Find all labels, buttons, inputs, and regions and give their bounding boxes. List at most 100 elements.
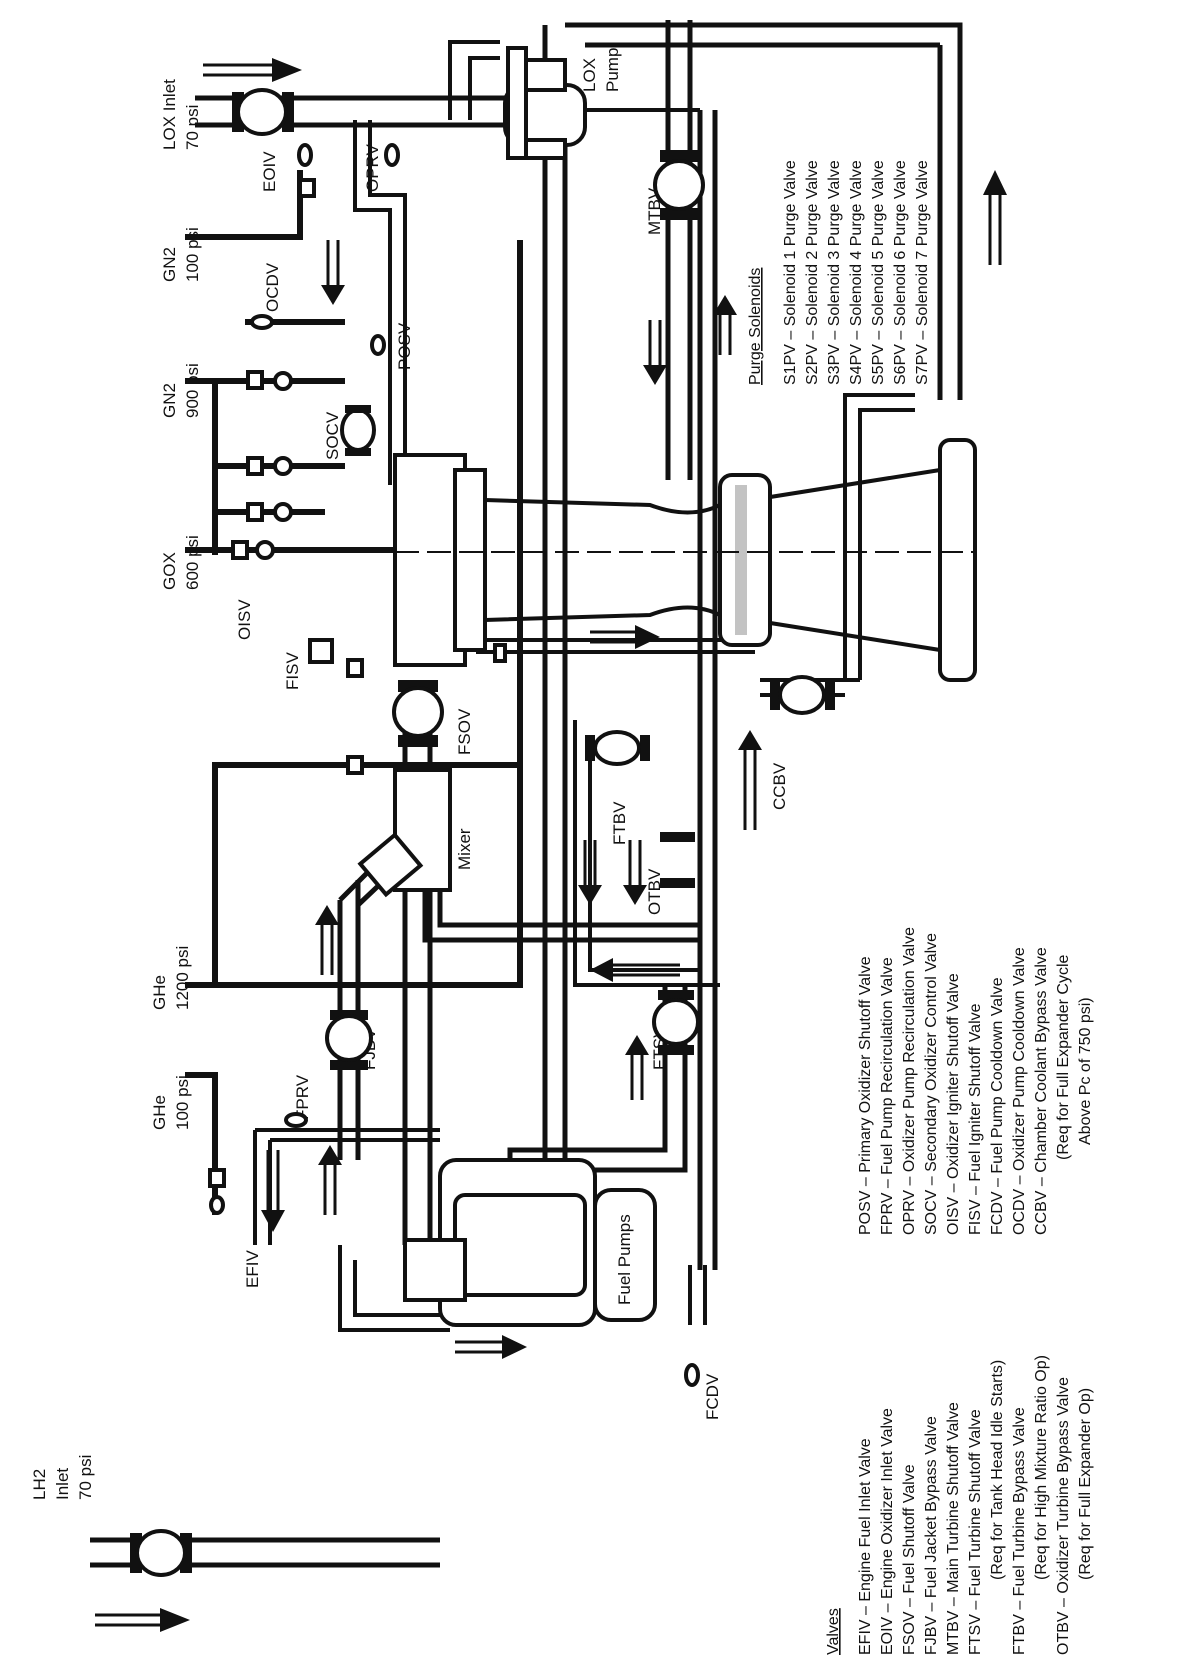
otbv-tag: OTBV <box>645 868 664 915</box>
fuel-pumps-label: Fuel Pumps <box>615 1214 634 1305</box>
nozzle-exit <box>938 438 977 682</box>
ccbv-valve <box>770 675 835 715</box>
legend-item: FJBV – Fuel Jacket Bypass Valve <box>923 1416 940 1655</box>
arrow-ftbv-2 <box>628 840 642 890</box>
legend-item: (Req for High Mixture Ratio Op) <box>1033 1355 1050 1580</box>
legend-item: EOIV – Engine Oxidizer Inlet Valve <box>879 1408 896 1655</box>
efiv-valve <box>130 1529 192 1577</box>
arrow-purge <box>718 310 732 355</box>
svg-text:LOX Inlet: LOX Inlet <box>160 79 179 150</box>
legend-item: FSOV – Fuel Shutoff Valve <box>901 1464 918 1655</box>
ccbv-loop <box>843 393 915 680</box>
lox-pump <box>503 46 587 160</box>
legend-item: OISV – Oxidizer Igniter Shutoff Valve <box>945 973 962 1235</box>
arrow-lh2 <box>95 1613 165 1627</box>
fcdv-tag: FCDV <box>703 1373 722 1420</box>
fprv-tag: FPRV <box>293 1074 312 1120</box>
purge-item: S4PV – Solenoid 4 Purge Valve <box>848 160 865 385</box>
valves <box>130 88 835 1577</box>
arrow-up-right <box>988 190 1002 265</box>
oprv-tag: OPRV <box>363 143 382 192</box>
eoiv-valve <box>232 88 294 136</box>
oprv-line <box>353 120 407 485</box>
legend-item: Above Pc of 750 psi) <box>1077 997 1094 1145</box>
lox-pump-label: LOX Pump <box>580 48 622 92</box>
fprv-line <box>253 1128 440 1245</box>
fisv-tag: FISV <box>283 652 302 690</box>
ftbv-valve <box>585 730 650 766</box>
svg-text:GHe: GHe <box>150 1095 169 1130</box>
arrow-lox <box>203 63 275 77</box>
otbv-valve <box>660 832 695 888</box>
arrow-ccbv <box>743 745 757 830</box>
arrow-ftsv <box>630 1050 644 1100</box>
small-valves <box>208 143 700 1387</box>
ghe-1200-label: GHe 1200 psi <box>150 946 192 1010</box>
lox-pump-discharge <box>542 120 568 1245</box>
purge-item: S3PV – Solenoid 3 Purge Valve <box>826 160 843 385</box>
legend-item: (Req for Tank Head Idle Starts) <box>989 1360 1006 1580</box>
efiv-tag: EFIV <box>243 1250 262 1288</box>
svg-text:GN2: GN2 <box>160 247 179 282</box>
gn2-900-label: GN2 900 psi <box>160 363 202 418</box>
arrow-down-1 <box>326 240 340 290</box>
svg-text:Pump: Pump <box>603 48 622 92</box>
fjbv-valve <box>325 1010 373 1070</box>
svg-text:GHe: GHe <box>150 975 169 1010</box>
mtbv-pipe <box>665 20 693 480</box>
gox-600-label: GOX 600 psi <box>160 535 202 590</box>
svg-text:LOX: LOX <box>580 58 599 92</box>
flow-arrows <box>95 58 1007 1632</box>
socv-tag: SOCV <box>323 411 342 460</box>
arrow-bottom-right <box>455 1340 505 1354</box>
legend-item: MTBV – Main Turbine Shutoff Valve <box>945 1402 962 1655</box>
legend-item: POSV – Primary Oxidizer Shutoff Valve <box>857 956 874 1235</box>
ftsv-valve <box>652 990 700 1055</box>
legend-item: FCDV – Fuel Pump Cooldown Valve <box>989 977 1006 1235</box>
svg-text:Inlet: Inlet <box>53 1468 72 1500</box>
valves-legend: Valves EFIV – Engine Fuel Inlet Valve EO… <box>825 1355 1094 1655</box>
svg-text:100 psi: 100 psi <box>173 1075 192 1130</box>
svg-text:GOX: GOX <box>160 552 179 590</box>
arrow-ftbv-1 <box>583 840 597 890</box>
arrow-fjbv <box>320 920 334 975</box>
gn2-100-line <box>185 170 303 240</box>
legend-item: CCBV – Chamber Coolant Bypass Valve <box>1033 947 1050 1235</box>
mixer-label: Mixer <box>455 828 474 870</box>
gn2-100-label: GN2 100 psi <box>160 227 202 282</box>
socv-valve <box>340 405 376 456</box>
ftbv-loop <box>573 720 720 987</box>
mtbv-valve <box>653 150 705 220</box>
chamber-coolant-line <box>463 600 755 654</box>
legend-item: OPRV – Oxidizer Pump Recirculation Valve <box>901 927 918 1235</box>
purge-item: S2PV – Solenoid 2 Purge Valve <box>804 160 821 385</box>
legend-item: FPRV – Fuel Pump Recirculation Valve <box>879 957 896 1235</box>
ccbv-tag: CCBV <box>770 762 789 810</box>
legend-item: FTBV – Fuel Turbine Bypass Valve <box>1011 1407 1028 1655</box>
ftbv-tag: FTBV <box>610 801 629 845</box>
legend-item: (Req for Full Expander Cycle <box>1055 954 1072 1160</box>
valves-legend-2: POSV – Primary Oxidizer Shutoff Valve FP… <box>857 927 1094 1235</box>
legend-item: OCDV – Oxidizer Pump Cooldown Valve <box>1011 947 1028 1235</box>
lox-inlet-label: LOX Inlet 70 psi <box>160 79 202 150</box>
legend-item: OTBV – Oxidizer Turbine Bypass Valve <box>1055 1377 1072 1655</box>
svg-text:1200 psi: 1200 psi <box>173 946 192 1010</box>
purge-item: S6PV – Solenoid 6 Purge Valve <box>892 160 909 385</box>
svg-text:LH2: LH2 <box>30 1469 49 1500</box>
lh2-inlet-label: LH2 Inlet 70 psi <box>30 1455 95 1500</box>
fsov-valve <box>392 680 444 747</box>
legend-item: (Req for Full Expander Op) <box>1077 1388 1094 1580</box>
oisv-tag: OISV <box>235 599 254 640</box>
arrow-up-mtbv <box>648 320 662 370</box>
turbine-line <box>697 110 718 1270</box>
fcdv-line <box>688 1265 707 1325</box>
nozzle-flange <box>718 473 772 647</box>
legend-item: SOCV – Secondary Oxidizer Control Valve <box>923 933 940 1235</box>
valves-legend-title: Valves <box>825 1608 842 1655</box>
purge-title: Purge Solenoids <box>747 268 764 385</box>
thrust-chamber <box>393 438 977 682</box>
mixer-pipe <box>422 880 700 943</box>
fuel-pumps: Fuel Pumps <box>403 1158 657 1327</box>
svg-text:70 psi: 70 psi <box>183 105 202 150</box>
